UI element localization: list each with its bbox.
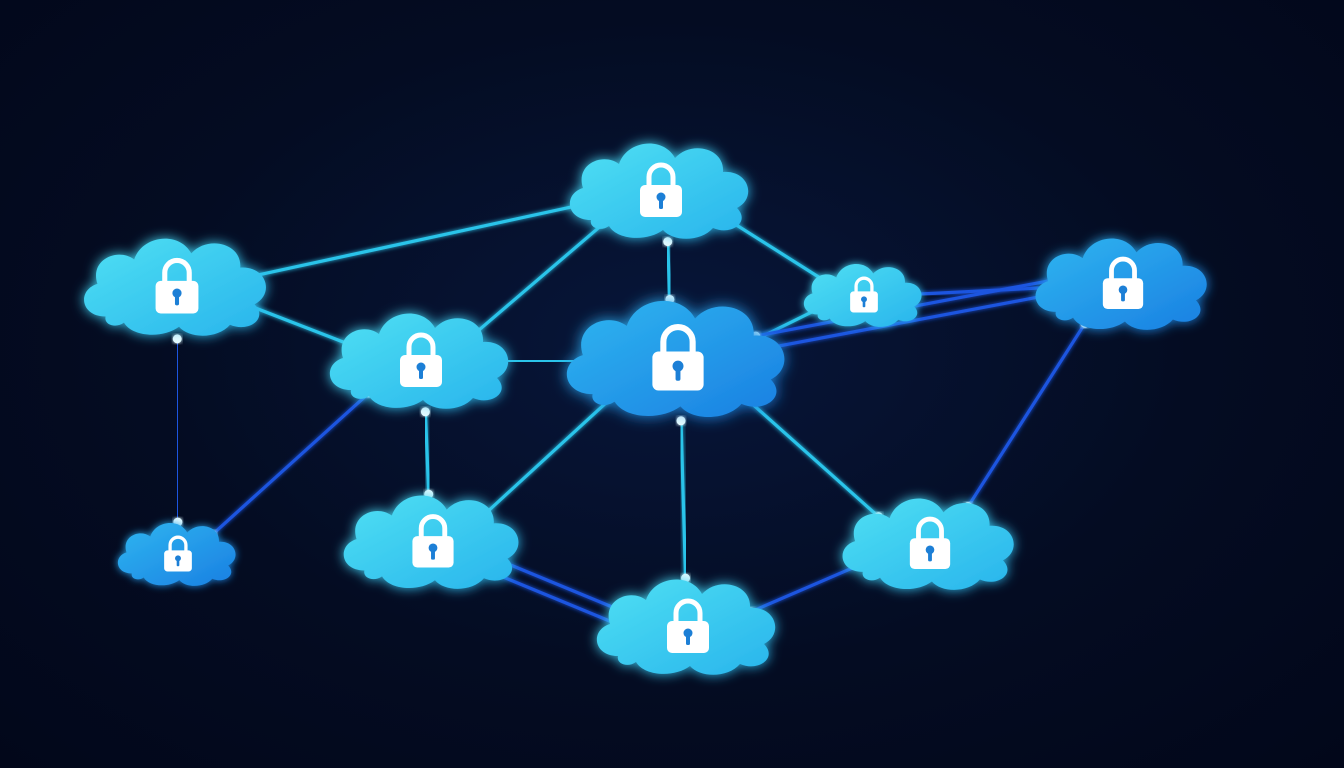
- link-line: [749, 558, 872, 614]
- cloud-node-bottom-center: [596, 579, 776, 675]
- link-line: [423, 410, 431, 496]
- cloud-node-bottom-left-small: [117, 523, 236, 586]
- padlock-icon: [667, 598, 709, 653]
- padlock-icon: [412, 514, 454, 568]
- nodes-layer: [84, 143, 1207, 675]
- cloud-node-far-right: [1035, 238, 1207, 330]
- link-line: [679, 419, 688, 580]
- link-line: [493, 556, 627, 614]
- link-endpoint-dot: [676, 416, 686, 426]
- cloud-node-small-right: [803, 264, 922, 327]
- link-endpoint-dot: [420, 407, 430, 417]
- link-line: [483, 394, 615, 516]
- cloud-node-bottom-right: [842, 498, 1014, 590]
- padlock-icon: [164, 535, 192, 572]
- link-center-to-bottom-right: [738, 391, 884, 522]
- link-line: [473, 219, 609, 335]
- link-line: [175, 337, 180, 524]
- padlock-icon: [640, 162, 682, 217]
- link-line: [488, 570, 623, 628]
- link-line: [666, 240, 672, 302]
- padlock-icon: [652, 324, 704, 391]
- padlock-icon: [909, 516, 951, 569]
- link-line: [718, 213, 827, 283]
- padlock-icon: [400, 332, 442, 387]
- link-line: [756, 291, 1062, 352]
- cloud-node-top: [569, 143, 749, 239]
- link-far-right-to-bottom-right: [963, 318, 1090, 512]
- cloud-node-left: [84, 238, 266, 336]
- link-line: [906, 285, 1061, 297]
- link-top-to-center: [663, 237, 675, 304]
- link-left-to-top: [239, 197, 601, 283]
- link-bottom-mid-left-to-bottom-center: [490, 553, 630, 617]
- padlock-icon: [850, 276, 878, 313]
- padlock-icon: [155, 257, 199, 314]
- link-bottom-mid-left-to-center: [480, 391, 618, 519]
- cloud-node-mid-left: [329, 313, 509, 409]
- link-endpoint-dot: [663, 237, 673, 247]
- link-line: [741, 394, 881, 519]
- link-mid-left-to-top: [470, 216, 612, 338]
- link-line: [241, 200, 598, 280]
- link-line: [210, 391, 371, 537]
- link-line: [240, 301, 359, 350]
- link-left-to-bottom-left-small: [172, 334, 183, 527]
- cloud-node-bottom-mid-left: [343, 495, 519, 589]
- link-bottom-left-small-to-mid-left: [207, 388, 374, 540]
- link-mid-left-to-bottom-mid-left: [420, 407, 434, 499]
- link-center-to-bottom-center: [676, 416, 691, 583]
- link-endpoint-dot: [172, 334, 182, 344]
- padlock-icon: [1102, 256, 1144, 309]
- cloud-node-center: [566, 300, 785, 418]
- link-line: [966, 321, 1087, 509]
